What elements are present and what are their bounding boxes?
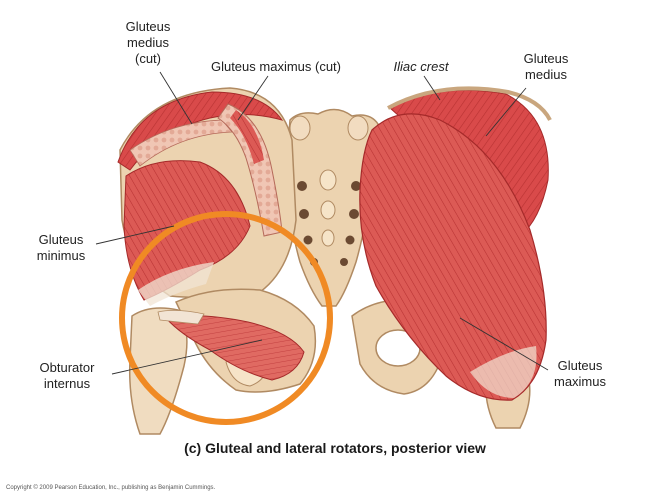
label-gluteus-medius-right: Gluteus medius (523, 51, 569, 82)
leader-gluteus-minimus (95, 225, 175, 245)
leader-gluteus-medius-cut (159, 71, 193, 125)
label-obturator-internus: Obturator internus (39, 360, 95, 391)
gluteus-maximus-right-muscle (359, 113, 547, 401)
gluteus-maximus-cut-muscle (217, 103, 283, 237)
leader-obturator-internus (111, 339, 263, 375)
leader-lines (95, 71, 549, 375)
leader-gluteus-medius-right (485, 87, 527, 137)
label-gluteus-medius-cut: Gluteus medius (cut) (125, 19, 171, 66)
label-iliac-crest: Iliac crest (393, 59, 449, 74)
highlight-circle (119, 211, 333, 425)
label-gluteus-maximus-right: Gluteus maximus (553, 358, 606, 389)
leader-iliac-crest (423, 75, 441, 101)
gluteus-minimus-muscle (123, 160, 251, 306)
leader-gluteus-maximus-cut (237, 75, 269, 121)
leader-gluteus-maximus-right (459, 317, 549, 371)
label-gluteus-maximus-cut: Gluteus maximus (cut) (210, 59, 342, 74)
iliac-crest (387, 86, 552, 121)
figure-caption: (c) Gluteal and lateral rotators, poster… (184, 440, 486, 456)
copyright-notice: Copyright © 2009 Pearson Education, Inc.… (6, 485, 216, 491)
label-gluteus-minimus: Gluteus minimus (36, 232, 86, 263)
obturator-internus-muscle (157, 310, 305, 381)
